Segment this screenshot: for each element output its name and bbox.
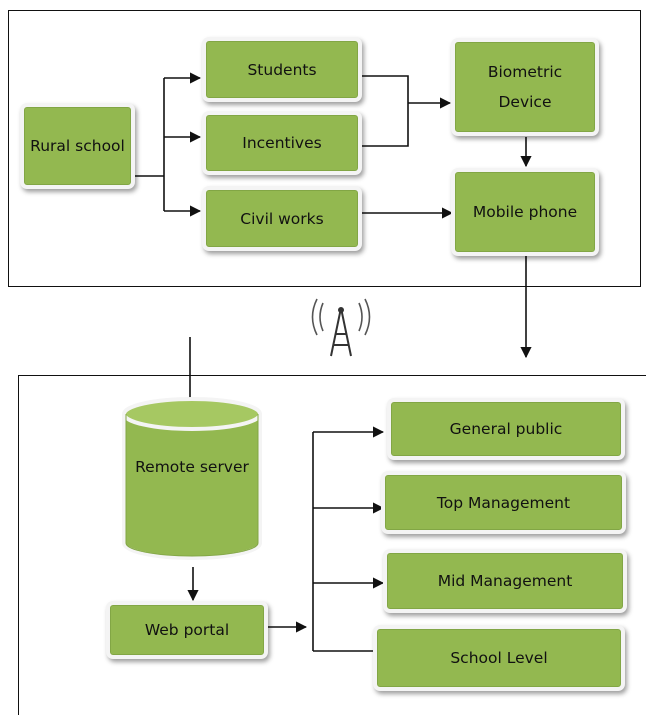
node-top-management: Top Management (381, 471, 626, 534)
node-civil-works: Civil works (202, 186, 362, 251)
node-students: Students (202, 37, 362, 102)
lower-system-frame (18, 375, 646, 715)
antenna-tower-icon (311, 298, 371, 357)
node-biometric-device: Biometric Device (451, 38, 599, 136)
node-label: Mid Management (437, 572, 573, 590)
node-mobile-phone: Mobile phone (451, 168, 599, 256)
node-label: Rural school (30, 137, 125, 155)
node-label: Civil works (240, 209, 324, 228)
node-label: Top Management (436, 493, 571, 512)
node-incentives: Incentives (202, 111, 362, 175)
edge-students-out (362, 75, 409, 147)
remote-server-cylinder (122, 397, 262, 560)
node-label: Mobile phone (472, 203, 578, 221)
node-mid-management: Mid Management (383, 549, 627, 613)
node-web-portal: Web portal (106, 601, 268, 659)
node-general-public: General public (387, 398, 625, 460)
node-label: Web portal (144, 621, 230, 639)
node-label: General public (449, 420, 563, 438)
node-label: Students (247, 60, 317, 79)
node-remote-server: Remote server (135, 458, 249, 476)
upper-system-frame (8, 10, 641, 287)
node-label: School Level (450, 649, 548, 667)
node-label: Incentives (242, 134, 322, 152)
node-label: Biometric Device (487, 63, 563, 111)
node-school-level: School Level (373, 625, 625, 691)
node-rural-school: Rural school (20, 103, 135, 189)
